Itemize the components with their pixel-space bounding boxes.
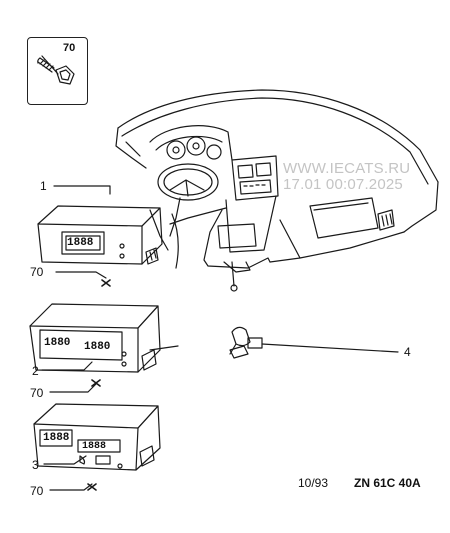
watermark-site: WWW.IECATS.RU bbox=[283, 160, 411, 177]
leader-screw-a bbox=[55, 271, 107, 279]
callout-screw-b: 70 bbox=[30, 386, 44, 400]
callout-part-2: 2 bbox=[32, 364, 39, 378]
screw-position-a-icon bbox=[101, 279, 111, 287]
unit3-display-mid: 1888 bbox=[82, 441, 107, 452]
dashboard-outline bbox=[115, 89, 439, 292]
unit2-display-left: 1880 bbox=[44, 337, 71, 349]
leader-part-1 bbox=[53, 185, 111, 195]
unit3-display-top: 1888 bbox=[43, 432, 70, 444]
screw-inset-frame bbox=[27, 37, 88, 105]
leader-part-4 bbox=[261, 343, 399, 353]
callout-screw-a: 70 bbox=[30, 265, 44, 279]
leader-screw-b bbox=[49, 383, 97, 393]
footer-date: 10/93 bbox=[298, 476, 329, 490]
callout-part-1: 1 bbox=[40, 179, 47, 193]
watermark-dates: 17.01 00:07.2025 bbox=[283, 176, 403, 193]
leader-part-3 bbox=[43, 455, 87, 465]
screw-inset-icon bbox=[37, 55, 75, 85]
clock-unit-3 bbox=[33, 403, 161, 471]
screw-position-b-icon bbox=[91, 379, 101, 387]
footer-reference: ZN 61C 40A bbox=[354, 476, 421, 490]
screw-position-c-icon bbox=[87, 483, 97, 491]
clock-unit-2 bbox=[29, 303, 179, 373]
inset-screw-label: 70 bbox=[63, 42, 76, 54]
leader-screw-c bbox=[49, 483, 93, 491]
cutaway-arc bbox=[171, 213, 179, 269]
callout-part-3: 3 bbox=[32, 458, 39, 472]
callout-part-4: 4 bbox=[404, 345, 411, 359]
leader-part-2 bbox=[41, 361, 93, 371]
clock-unit-1 bbox=[37, 205, 163, 265]
bulb-holder-icon bbox=[229, 326, 263, 359]
callout-screw-c: 70 bbox=[30, 484, 44, 498]
locator-leader-line bbox=[169, 207, 227, 225]
unit1-display-digits: 1888 bbox=[67, 237, 94, 249]
unit2-display-right: 1880 bbox=[84, 341, 111, 353]
